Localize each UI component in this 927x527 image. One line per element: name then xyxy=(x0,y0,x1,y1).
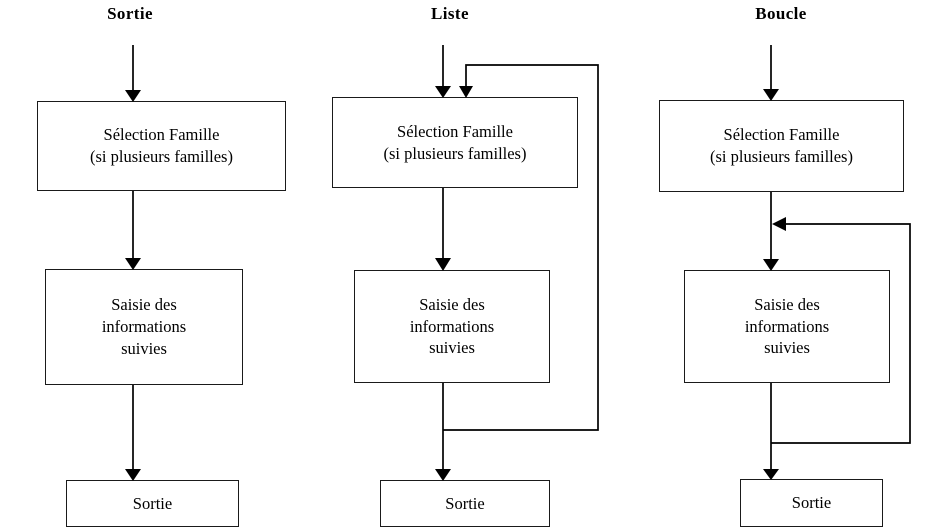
node-selection-famille-col1: Sélection Famille (si plusieurs familles… xyxy=(37,101,286,191)
node-saisie-informations-col3: Saisie des informations suivies xyxy=(684,270,890,383)
node-selection-famille-col3: Sélection Famille (si plusieurs familles… xyxy=(659,100,904,192)
node-label: Sélection Famille (si plusieurs familles… xyxy=(710,125,853,166)
node-label: Saisie des informations suivies xyxy=(744,294,830,358)
node-saisie-informations-col2: Saisie des informations suivies xyxy=(354,270,550,383)
node-label: Sortie xyxy=(445,493,485,513)
node-label: Saisie des informations suivies xyxy=(409,294,495,358)
arrowhead-loop-col3 xyxy=(772,217,786,231)
node-sortie-col2: Sortie xyxy=(380,480,550,527)
node-saisie-informations-col1: Saisie des informations suivies xyxy=(45,269,243,385)
node-sortie-col1: Sortie xyxy=(66,480,239,527)
node-label: Sélection Famille (si plusieurs familles… xyxy=(383,121,527,163)
column-title-sortie: Sortie xyxy=(107,4,153,23)
node-selection-famille-col2: Sélection Famille (si plusieurs familles… xyxy=(332,97,578,188)
node-label: Saisie des informations suivies xyxy=(101,295,187,358)
node-label: Sortie xyxy=(132,493,173,513)
column-title-boucle: Boucle xyxy=(755,4,807,23)
node-label: Sortie xyxy=(791,493,832,513)
node-sortie-col3: Sortie xyxy=(740,479,883,527)
node-label: Sélection Famille (si plusieurs familles… xyxy=(90,125,233,166)
column-title-liste: Liste xyxy=(431,4,469,23)
